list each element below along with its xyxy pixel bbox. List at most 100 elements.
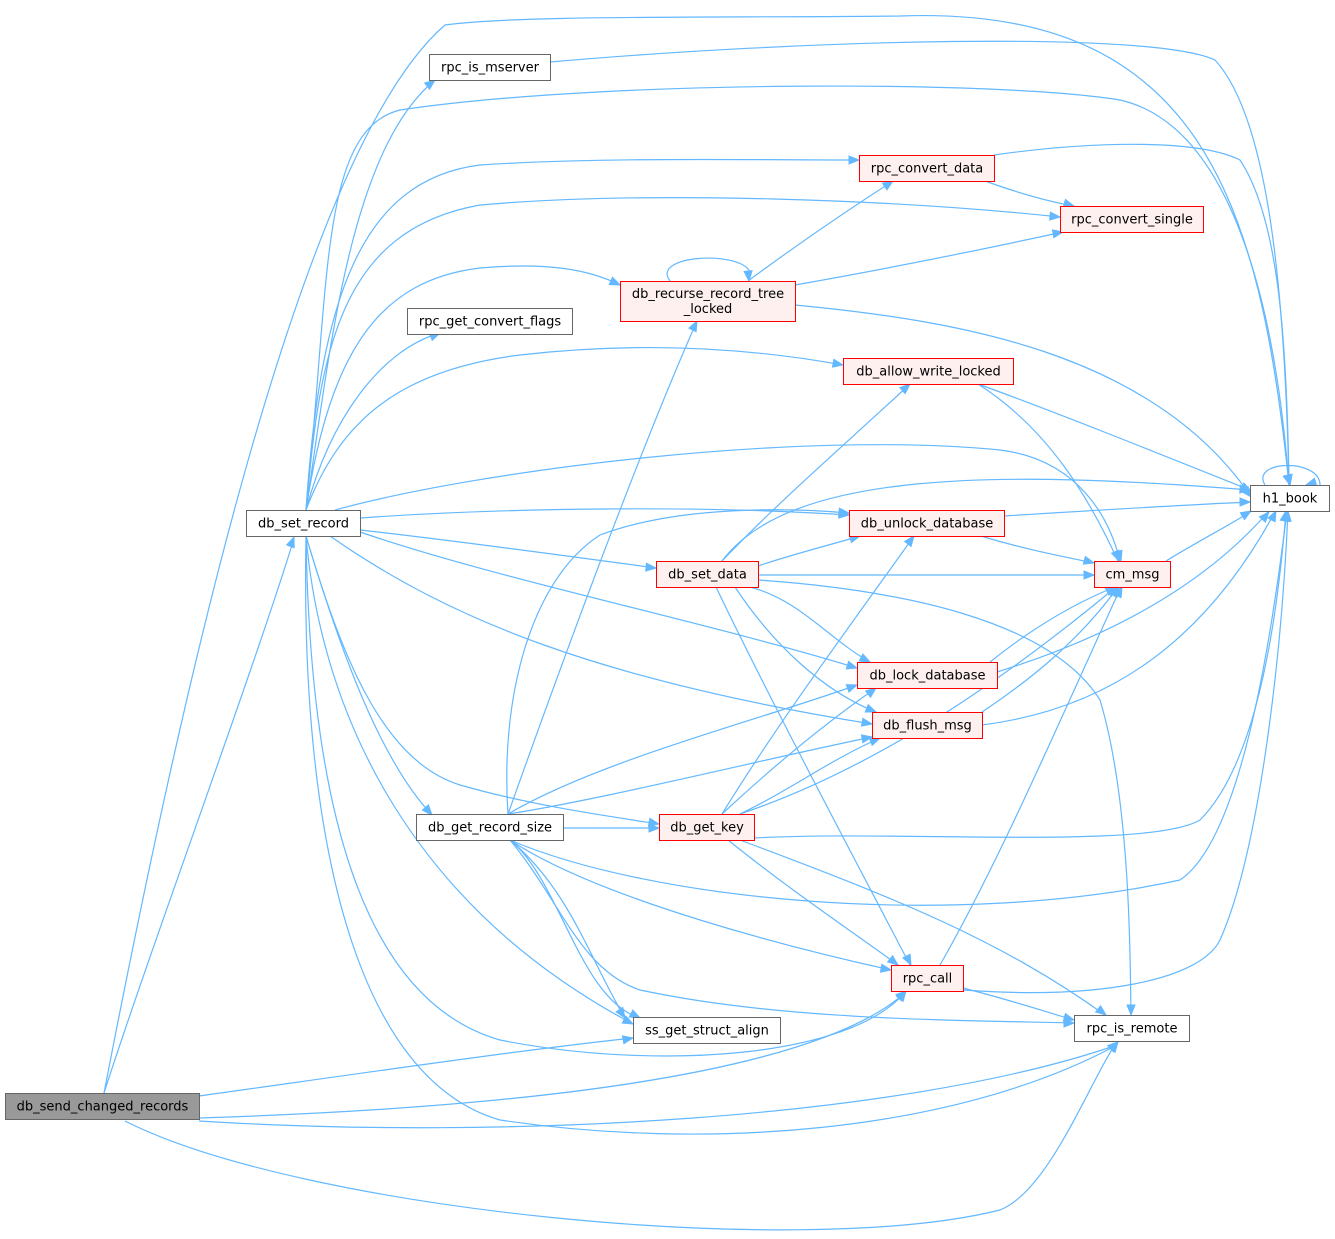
node-db-set-record[interactable]: db_set_record xyxy=(246,510,361,537)
node-db-recurse-record-tree-locked[interactable]: db_recurse_record_tree_locked xyxy=(620,281,796,322)
node-box xyxy=(620,281,796,322)
edge-db_get_record_size-to-db_recurse_record_tree_locked xyxy=(507,319,698,815)
edge-db_set_data-to-db_unlock_database xyxy=(757,534,862,567)
edge-line xyxy=(359,508,850,519)
edge-db_set_record-to-db_flush_msg xyxy=(329,535,874,727)
edge-arrowhead xyxy=(898,383,912,395)
edge-line xyxy=(305,535,634,1025)
node-box xyxy=(246,510,361,537)
edge-rpc_convert_data-to-h1_book xyxy=(993,143,1293,487)
edge-line xyxy=(334,444,1121,562)
edge-arrowhead xyxy=(688,319,698,333)
edge-cm_msg-to-h1_book xyxy=(1165,510,1253,562)
node-box xyxy=(849,510,1005,537)
node-rpc-is-remote[interactable]: rpc_is_remote xyxy=(1074,1015,1190,1042)
edge-rpc_convert_data-to-rpc_convert_single xyxy=(984,180,1076,208)
node-db-lock-database[interactable]: db_lock_database xyxy=(857,662,998,689)
edge-line xyxy=(794,231,1064,286)
node-db-get-record-size[interactable]: db_get_record_size xyxy=(416,814,564,841)
edge-db_get_record_size-to-db_get_key xyxy=(562,823,661,833)
edge-arrowhead xyxy=(1126,1004,1136,1017)
node-box xyxy=(1250,485,1330,512)
edge-arrowhead xyxy=(848,155,861,165)
node-cm-msg[interactable]: cm_msg xyxy=(1094,561,1171,588)
edge-arrowhead xyxy=(608,276,622,286)
edge-arrowhead xyxy=(895,989,907,1003)
node-label: db_recurse_record_tree xyxy=(632,287,784,302)
edge-rpc_call-to-cm_msg xyxy=(939,585,1123,966)
edge-line xyxy=(198,1037,634,1097)
edge-line xyxy=(757,535,861,567)
edge-arrowhead xyxy=(1062,1012,1076,1022)
edge-db_get_key-to-db_unlock_database xyxy=(721,534,915,815)
edge-arrowhead xyxy=(886,954,900,966)
edge-db_set_record-to-rpc_get_convert_flags xyxy=(305,332,442,511)
node-h1-book[interactable]: h1_book xyxy=(1250,485,1330,512)
edge-arrowhead xyxy=(845,684,859,694)
node-db-allow-write-locked[interactable]: db_allow_write_locked xyxy=(843,358,1014,385)
node-label: rpc_convert_data xyxy=(871,162,984,177)
edge-line xyxy=(305,535,660,825)
edge-db_set_record-to-db_recurse_record_tree_locked xyxy=(305,265,622,511)
edge-db_recurse_record_tree_locked-to-rpc_convert_single xyxy=(794,229,1065,286)
node-db-set-data[interactable]: db_set_data xyxy=(656,561,759,588)
edge-line xyxy=(993,143,1290,486)
node-db-flush-msg[interactable]: db_flush_msg xyxy=(872,712,983,739)
edge-line xyxy=(509,510,1288,906)
edge-line xyxy=(989,586,1116,663)
node-label: db_allow_write_locked xyxy=(856,365,1001,380)
edge-arrowhead xyxy=(423,79,437,91)
edge-db_set_record-to-rpc_convert_single xyxy=(305,197,1062,511)
node-box xyxy=(633,1017,781,1044)
node-label: _locked xyxy=(683,302,733,317)
edge-rpc_is_mserver-to-h1_book xyxy=(549,40,1293,487)
node-box xyxy=(872,712,983,739)
edge-line xyxy=(981,511,1276,726)
edge-arrowhead xyxy=(285,535,295,549)
edge-arrowhead xyxy=(621,1035,635,1045)
edge-line xyxy=(739,586,1117,815)
edge-line xyxy=(507,684,858,815)
edge-line xyxy=(305,158,860,511)
edge-arrowhead xyxy=(881,180,895,191)
node-rpc-is-mserver[interactable]: rpc_is_mserver xyxy=(429,54,551,81)
edge-arrowhead xyxy=(845,660,859,670)
edge-line xyxy=(305,332,441,511)
edge-arrowhead xyxy=(628,1009,642,1019)
edge-arrowhead xyxy=(1304,477,1318,487)
node-rpc-get-convert-flags[interactable]: rpc_get_convert_flags xyxy=(407,308,573,335)
edge-rpc_call-to-h1_book xyxy=(962,509,1292,994)
edge-line xyxy=(721,478,1251,562)
edge-rpc_call-to-rpc_is_remote xyxy=(962,987,1076,1022)
edge-arrowhead xyxy=(1239,497,1252,507)
edge-line xyxy=(509,839,892,971)
edge-arrowhead xyxy=(1282,509,1292,522)
node-label: rpc_call xyxy=(903,972,953,987)
edge-db_set_data-to-db_lock_database xyxy=(749,586,872,663)
edge-db_unlock_database-to-cm_msg xyxy=(980,535,1096,565)
edge-line xyxy=(721,687,877,815)
node-db-get-key[interactable]: db_get_key xyxy=(659,814,755,841)
edge-line xyxy=(506,509,850,815)
edge-line xyxy=(962,987,1075,1021)
edge-db_get_record_size-to-h1_book xyxy=(509,509,1290,906)
node-db-unlock-database[interactable]: db_unlock_database xyxy=(849,510,1005,537)
node-label: db_unlock_database xyxy=(861,517,994,532)
edge-arrowhead xyxy=(902,953,912,967)
edge-db_set_record-to-rpc_is_mserver xyxy=(305,79,437,511)
node-db-send-changed-records[interactable]: db_send_changed_records xyxy=(5,1093,200,1120)
edge-db_set_record-to-rpc_convert_data xyxy=(305,155,861,511)
edge-line xyxy=(509,839,626,1019)
node-rpc-call[interactable]: rpc_call xyxy=(891,965,964,992)
node-rpc-convert-data[interactable]: rpc_convert_data xyxy=(859,155,995,182)
edge-arrowhead xyxy=(421,803,433,817)
node-ss-get-struct-align[interactable]: ss_get_struct_align xyxy=(633,1017,781,1044)
edge-db_get_record_size-to-db_lock_database xyxy=(507,684,859,815)
edge-line xyxy=(939,586,1122,966)
node-label: ss_get_struct_align xyxy=(645,1024,769,1039)
edge-db_allow_write_locked-to-h1_book xyxy=(977,383,1253,492)
edge-line xyxy=(734,586,877,713)
edge-db_set_record-to-db_set_data xyxy=(359,529,658,572)
node-rpc-convert-single[interactable]: rpc_convert_single xyxy=(1060,206,1204,233)
node-box xyxy=(429,54,551,81)
